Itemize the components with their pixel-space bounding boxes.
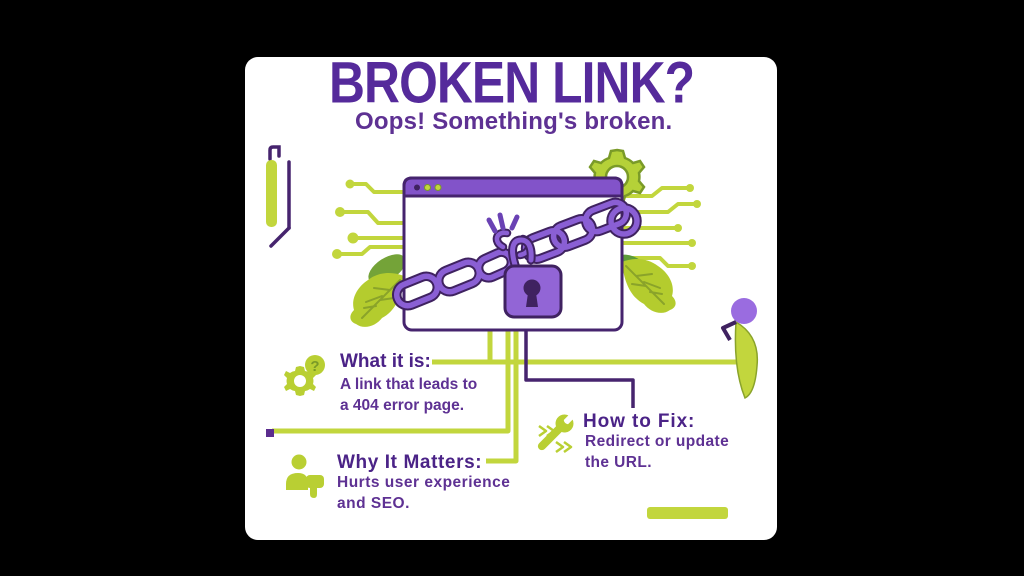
svg-text:?: ? [310, 358, 319, 375]
